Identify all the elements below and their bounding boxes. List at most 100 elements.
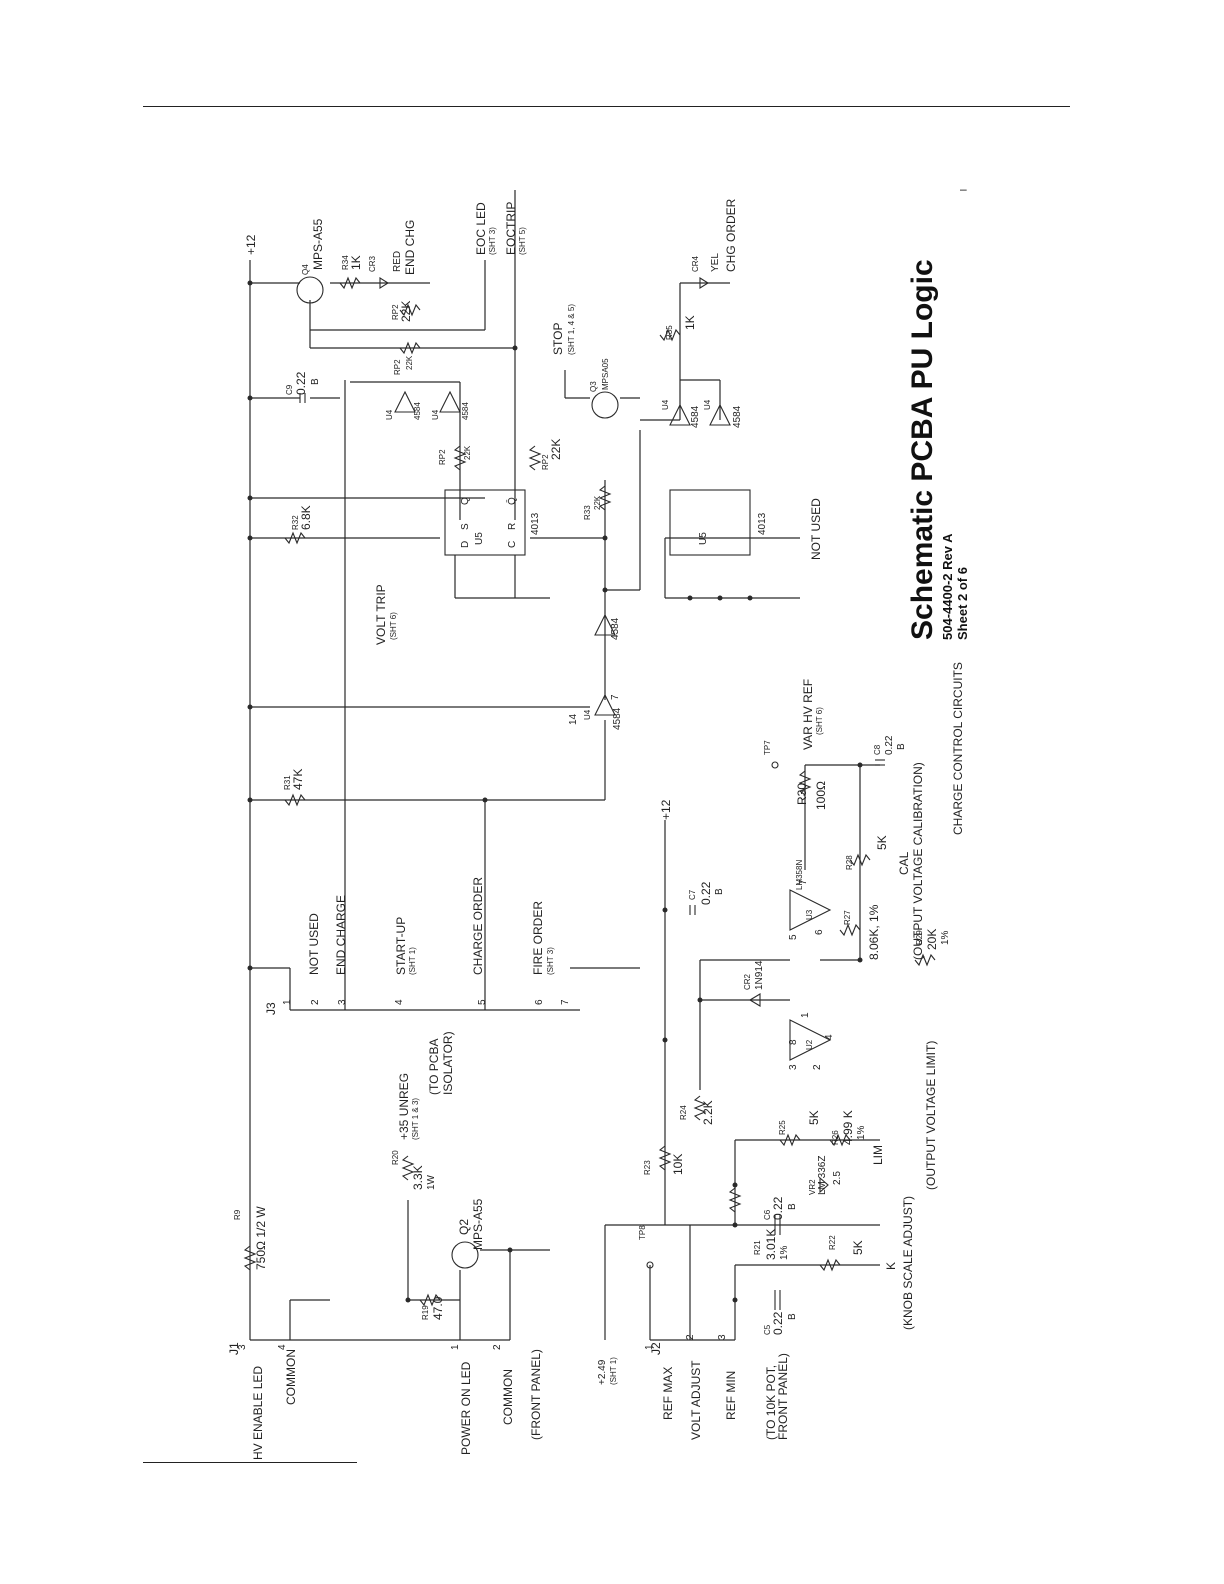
- unreg-label: +35 UNREG: [397, 1073, 411, 1140]
- c9-type: B: [310, 378, 321, 385]
- c9-value: 0.22: [294, 371, 308, 395]
- title-block: Schematic PCBA PU Logic 504-4400-2 Rev A…: [906, 220, 996, 640]
- q2-part: MPS-A55: [471, 1198, 485, 1250]
- c9-ref: C9: [285, 384, 294, 395]
- j3-start-up-sht: (SHT 1): [408, 947, 417, 975]
- var-hv-label: VAR HV REF: [801, 679, 815, 750]
- r28-pot: [849, 853, 871, 867]
- c6-value: 0.22: [771, 1196, 785, 1220]
- r26-resistor: [829, 1133, 851, 1147]
- u4e-ref: U4: [661, 399, 670, 410]
- j1-pin2-num: 2: [492, 1344, 503, 1350]
- j3-pin4-num: 4: [394, 999, 405, 1005]
- volt-trip-sht: (SHT 6): [389, 612, 398, 640]
- c8-value: 0.22: [884, 735, 895, 755]
- r20-ref: R20: [391, 1150, 400, 1165]
- j3-fire-order-sht: (SHT 3): [546, 947, 555, 975]
- r34-resistor: [339, 276, 361, 290]
- r31-resistor: [284, 793, 306, 807]
- j3-end-charge-label: END CHARGE: [334, 895, 348, 975]
- r9-ref: R9: [233, 1209, 242, 1220]
- u5b-note: NOT USED: [809, 498, 823, 560]
- rail-label: +12: [244, 234, 258, 255]
- rp2b-value: 22K: [549, 439, 563, 460]
- u3-opamp: [789, 889, 832, 931]
- r20-resistor: [401, 1155, 415, 1181]
- j2-note-1: (TO 10K POT,: [764, 1365, 778, 1440]
- q4-part: MPS-A55: [311, 218, 325, 270]
- u5b-part: 4013: [757, 512, 768, 535]
- u4a-gate: [594, 693, 616, 716]
- c5-value: 0.22: [771, 1311, 785, 1335]
- r25-value: 5K: [807, 1110, 821, 1125]
- vr2-diode: [819, 1176, 829, 1194]
- cr3-led: [379, 277, 390, 289]
- u5-flipflop: [444, 489, 526, 556]
- j3-pin6-num: 6: [534, 999, 545, 1005]
- r31-ref: R31: [283, 775, 292, 790]
- u2-pin1: 1: [800, 1012, 811, 1018]
- rp2-resistor-d: [399, 303, 421, 317]
- u4e-gate: [669, 403, 691, 426]
- u5-qbar-label: Q̄: [505, 497, 518, 505]
- c7-ref: C7: [688, 889, 697, 900]
- r29-ref: R29: [915, 930, 924, 945]
- r31-value: 47K: [291, 769, 305, 790]
- r34-ref: R34: [341, 255, 350, 270]
- r24-value: 2.2K: [701, 1100, 715, 1125]
- j1-common-label: COMMON: [284, 1349, 298, 1405]
- u5b-flipflop: [669, 489, 751, 556]
- r34-value: 1K: [349, 255, 363, 270]
- u3-ref: U3: [805, 909, 814, 920]
- u4d-part: 4584: [461, 402, 470, 420]
- eoc-led-label: EOC LED: [474, 202, 488, 255]
- r29-value: 20K: [925, 929, 939, 950]
- r32-value: 6.8K: [299, 505, 313, 530]
- rp2d-ref: RP2: [391, 304, 400, 320]
- r35-ref: R35: [665, 325, 674, 340]
- j3-pin1-num: 1: [282, 999, 293, 1005]
- ref-in-sht: (SHT 1): [609, 1357, 618, 1385]
- u2-pin2: 2: [812, 1064, 823, 1070]
- r25-ref: R25: [778, 1120, 787, 1135]
- footnote-rule: [143, 1462, 357, 1463]
- u3-part: LM358N: [795, 860, 804, 890]
- end-chg-label: END CHG: [403, 220, 417, 275]
- u4c-part: 4584: [413, 402, 422, 420]
- u3-pin6: 6: [814, 929, 825, 935]
- r23-ref: R23: [643, 1160, 652, 1175]
- r29-resistor: [914, 953, 936, 967]
- j2-ref-min-label: REF MIN: [724, 1371, 738, 1420]
- r19-value: 47.0: [431, 1296, 445, 1320]
- j3-pin3-num: 3: [337, 999, 348, 1005]
- vr2-part: LM 336Z: [817, 1156, 828, 1195]
- header-rule: [143, 106, 1070, 107]
- cr3-color: RED: [392, 251, 403, 272]
- rp2b-ref: RP2: [541, 454, 550, 470]
- c5-type: B: [787, 1313, 798, 1320]
- r30-value: 100Ω: [814, 781, 828, 810]
- q4-ref: Q4: [301, 264, 310, 275]
- r26-ref: R26: [831, 1130, 840, 1145]
- rp2-resistor-b: [528, 445, 542, 471]
- j2-ref-max-label: REF MAX: [661, 1367, 675, 1420]
- u4f-part: 4584: [732, 405, 743, 428]
- r26-value: 4.99 K: [841, 1110, 855, 1145]
- c7-value: 0.22: [699, 881, 713, 905]
- r33-ref: R33: [583, 505, 592, 520]
- u4a-pin14: 14: [568, 713, 579, 725]
- lim-label: LIM: [871, 1145, 885, 1165]
- q4-transistor: [296, 276, 324, 304]
- part-number: 504-4400-2 Rev A: [940, 533, 955, 640]
- u4b-gate: [594, 613, 616, 636]
- eoctrip-sht: (SHT 5): [518, 227, 527, 255]
- j1-pin1-num: 1: [450, 1344, 461, 1350]
- cr2-part: 1N914: [754, 960, 765, 990]
- c8-ref: C8: [873, 744, 882, 755]
- r29-tol: 1%: [940, 930, 951, 945]
- tp8-testpoint: [646, 1261, 654, 1269]
- rail-label-2: +12: [659, 799, 673, 820]
- r26-tol: 1%: [856, 1125, 867, 1140]
- j3-start-up-label: START-UP: [394, 917, 408, 975]
